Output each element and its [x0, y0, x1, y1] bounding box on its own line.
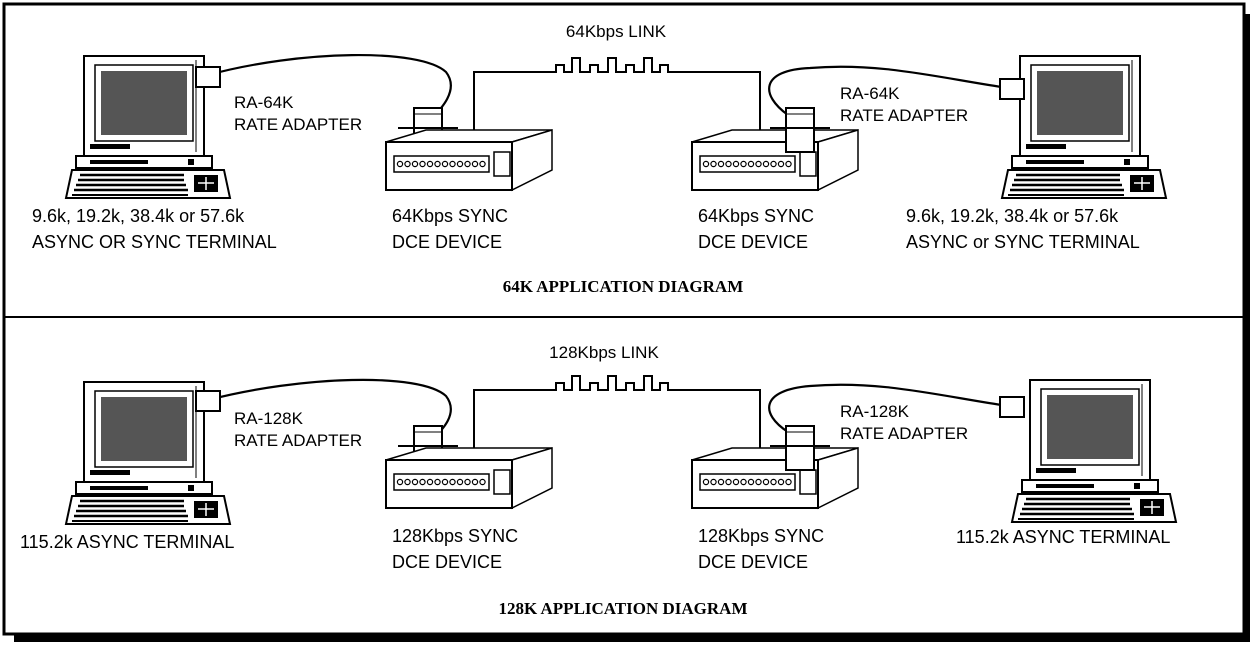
left-terminal-type: 115.2k ASYNC TERMINAL [20, 532, 234, 552]
left-terminal-speed: 9.6k, 19.2k, 38.4k or 57.6k [32, 206, 245, 226]
link-label: 64Kbps LINK [566, 22, 667, 41]
left-dce-device-icon [385, 129, 553, 191]
left-dce-type: DCE DEVICE [392, 552, 502, 572]
left-serial-cable [207, 54, 452, 119]
left-serial-cable [207, 378, 452, 441]
right-terminal-speed: 9.6k, 19.2k, 38.4k or 57.6k [906, 206, 1119, 226]
left-dce-speed: 128Kbps SYNC [392, 526, 518, 546]
right-terminal-type: ASYNC or SYNC TERMINAL [906, 232, 1140, 252]
left-dce-type: DCE DEVICE [392, 232, 502, 252]
diagram-title: 128K APPLICATION DIAGRAM [498, 599, 747, 618]
diagram-64k: 64Kbps LINK RA-64K RATE ADAPTER RA-64K R… [32, 22, 1168, 296]
left-adapter-type: RATE ADAPTER [234, 431, 362, 450]
diagram-128k: 128Kbps LINK RA-128K RATE ADAPTER RA-128… [20, 343, 1178, 618]
right-dce-type: DCE DEVICE [698, 552, 808, 572]
right-adapter-name: RA-128K [840, 402, 910, 421]
left-adapter-type: RATE ADAPTER [234, 115, 362, 134]
right-terminal-type: 115.2k ASYNC TERMINAL [956, 527, 1170, 547]
left-terminal-type: ASYNC OR SYNC TERMINAL [32, 232, 277, 252]
left-adapter-name: RA-64K [234, 93, 294, 112]
sync-link-128k [473, 375, 761, 468]
right-dce-speed: 128Kbps SYNC [698, 526, 824, 546]
left-adapter-name: RA-128K [234, 409, 304, 428]
diagram-title: 64K APPLICATION DIAGRAM [503, 277, 744, 296]
right-dce-speed: 64Kbps SYNC [698, 206, 814, 226]
right-adapter-type: RATE ADAPTER [840, 424, 968, 443]
right-terminal-connector [999, 396, 1025, 418]
right-dce-device-icon [691, 129, 859, 191]
left-dce-device-icon [385, 447, 553, 509]
sync-link-64k [473, 57, 761, 150]
right-serial-cable [768, 65, 1009, 116]
right-adapter-type: RATE ADAPTER [840, 106, 968, 125]
link-label: 128Kbps LINK [549, 343, 659, 362]
right-dce-type: DCE DEVICE [698, 232, 808, 252]
left-terminal-connector [195, 66, 221, 88]
right-terminal-connector [999, 78, 1025, 100]
right-adapter-name: RA-64K [840, 84, 900, 103]
right-serial-cable [768, 383, 1009, 433]
left-terminal-connector [195, 390, 221, 412]
right-dce-device-icon [691, 447, 859, 509]
left-dce-speed: 64Kbps SYNC [392, 206, 508, 226]
